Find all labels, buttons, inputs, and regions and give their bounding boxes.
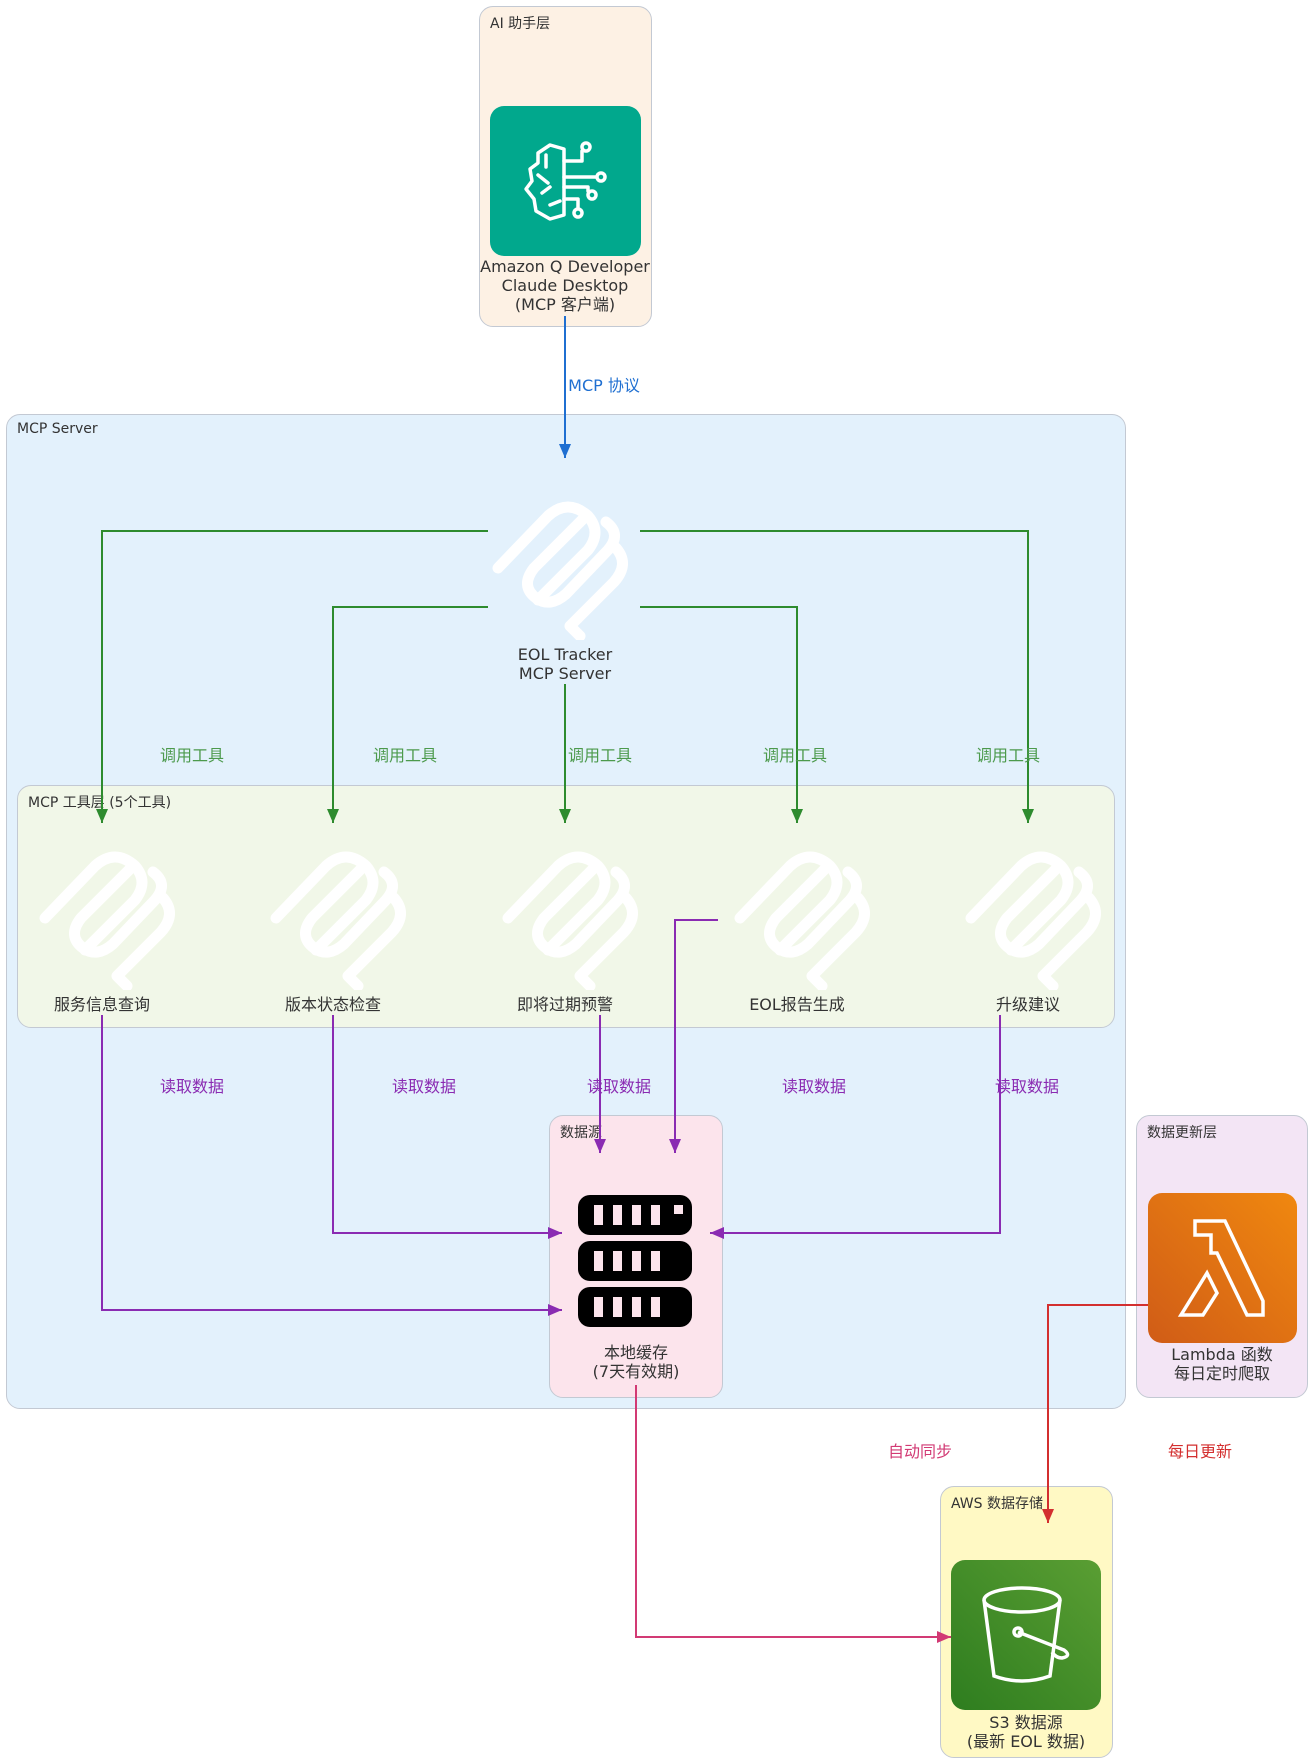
cache-label-line1: 本地缓存 [603,1343,669,1362]
edge-label-call-tool: 调用工具 [975,746,1041,765]
edge-label-read-data: 读取数据 [391,1077,457,1096]
s3-label-line1: S3 数据源 [989,1713,1063,1732]
s3-node[interactable] [951,1560,1101,1710]
group-title-mcp-server: MCP Server [17,421,98,437]
edge-label-read-data: 读取数据 [994,1077,1060,1096]
lambda-node[interactable] [1148,1193,1297,1343]
client-label-line3: (MCP 客户端) [514,295,616,314]
tool-label: 升级建议 [995,995,1061,1014]
tool-mcp-icon[interactable] [268,840,418,990]
edge-label-call-tool: 调用工具 [567,746,633,765]
tool-mcp-icon[interactable] [732,840,882,990]
server-rack-icon[interactable] [576,1195,696,1335]
edge-label-read-data: 读取数据 [781,1077,847,1096]
group-title-data-source: 数据源 [560,1125,602,1141]
lambda-icon [1177,1219,1265,1317]
tool-label: 服务信息查询 [53,995,151,1014]
tool-mcp-icon[interactable] [37,840,187,990]
tool-mcp-icon[interactable] [500,840,650,990]
client-node[interactable] [490,106,641,256]
lambda-label-line2: 每日定时爬取 [1173,1364,1271,1383]
group-title-ai-layer: AI 助手层 [490,16,551,32]
tool-label: EOL报告生成 [749,995,845,1014]
brain-circuit-icon [523,141,607,221]
group-title-aws-storage: AWS 数据存储 [951,1496,1043,1512]
tool-mcp-icon[interactable] [963,840,1113,990]
group-title-tool-layer: MCP 工具层 (5个工具) [28,795,172,811]
cache-label: 本地缓存 (7天有效期) [593,1343,680,1381]
cache-label-line2: (7天有效期) [592,1362,680,1381]
client-label: Amazon Q Developer Claude Desktop (MCP 客… [480,257,650,314]
edge-label-mcp-protocol: MCP 协议 [568,376,640,395]
mcp-server-icon[interactable] [490,490,640,640]
server-label: EOL Tracker MCP Server [518,645,612,683]
client-label-line1: Amazon Q Developer [480,257,650,276]
group-title-update-layer: 数据更新层 [1147,1125,1217,1141]
edge-label-read-data: 读取数据 [159,1077,225,1096]
edge-label-auto-sync: 自动同步 [887,1442,953,1461]
lambda-label-line1: Lambda 函数 [1171,1345,1273,1364]
client-label-line2: Claude Desktop [501,276,629,295]
lambda-label: Lambda 函数 每日定时爬取 [1171,1345,1273,1383]
edge-label-daily-update: 每日更新 [1167,1442,1233,1461]
s3-label-line2: (最新 EOL 数据) [966,1732,1086,1751]
edge-label-call-tool: 调用工具 [372,746,438,765]
tool-label: 版本状态检查 [284,995,382,1014]
server-label-line2: MCP Server [518,664,612,683]
edge-label-call-tool: 调用工具 [762,746,828,765]
server-label-line1: EOL Tracker [517,645,613,664]
s3-label: S3 数据源 (最新 EOL 数据) [967,1713,1085,1751]
group-tool-layer: MCP 工具层 (5个工具) [17,785,1115,1028]
tool-label: 即将过期预警 [516,995,614,1014]
edge-auto-sync [635,1385,951,1638]
edge-label-read-data: 读取数据 [586,1077,652,1096]
bucket-icon [982,1586,1070,1683]
edge-label-call-tool: 调用工具 [159,746,225,765]
